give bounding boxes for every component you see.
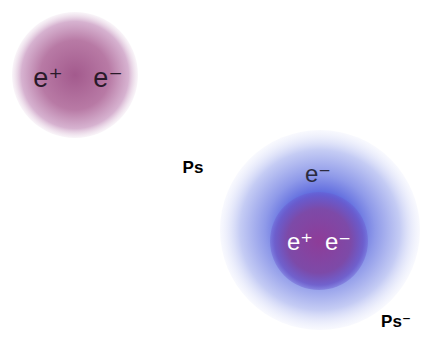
species-label: Ps (183, 159, 204, 176)
positron-label: e⁺ (33, 65, 62, 92)
cloud-circle (220, 130, 420, 330)
electron-label: e⁻ (305, 162, 331, 186)
positron-label: e⁺ (287, 230, 313, 254)
cloud-circle (270, 192, 368, 290)
cloud-shape (270, 192, 368, 290)
electron-label: e⁻ (325, 230, 351, 254)
positronium-cloud: e⁺e⁻Ps (12, 12, 138, 138)
species-label: Ps⁻ (381, 313, 411, 330)
electron-label: e⁻ (93, 65, 122, 92)
positronium-ion-cloud: e⁻ Ps⁻ e⁺ e⁻ (220, 130, 420, 330)
positronium-core: e⁺ e⁻ (270, 192, 368, 290)
cloud-circle (12, 12, 138, 138)
